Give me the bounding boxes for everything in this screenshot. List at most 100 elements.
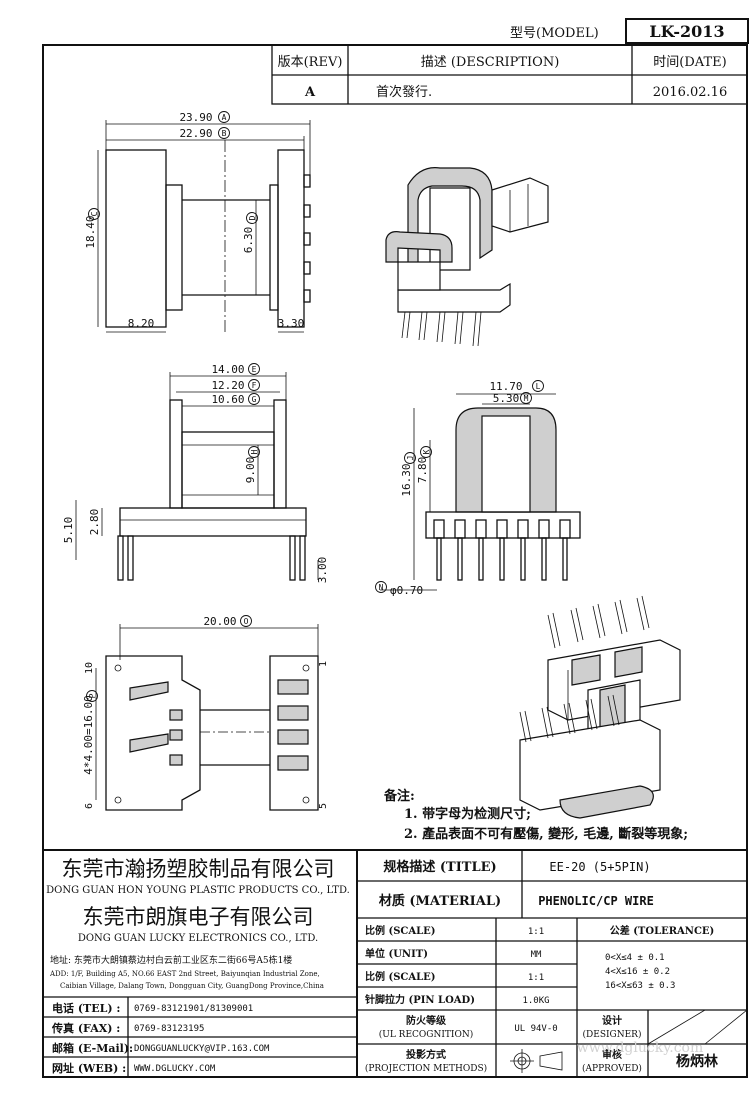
- note-1: 1. 带字母为检测尺寸;: [404, 806, 531, 822]
- address-cn: 地址: 东莞市大朗镇蔡边村白云前工业区东二街66号A5栋1楼: [50, 954, 292, 966]
- ul-value: UL 94V-0: [514, 1024, 557, 1034]
- dim-3-00: 3.00: [316, 557, 329, 584]
- dim-20-00: 20.00: [203, 615, 236, 628]
- company-2-cn: 东莞市朗旗电子有限公司: [83, 905, 314, 929]
- dim-23-90: 23.90: [179, 111, 212, 124]
- model-box: [625, 18, 749, 44]
- model-label: 型号(MODEL): [510, 26, 599, 41]
- tolerance-1: 0<X≤4 ± 0.1: [605, 953, 665, 963]
- dimension-marker-d20m: P: [86, 690, 98, 702]
- date-value: 2016.02.16: [653, 85, 727, 100]
- dim-14-00: 14.00: [211, 363, 244, 376]
- unit-label: 单位 (UNIT): [365, 947, 428, 960]
- dimension-marker-letter: L: [536, 382, 541, 391]
- dimension-marker-letter: J: [406, 456, 415, 461]
- pin-label-6: 6: [84, 803, 95, 809]
- watermark: www.dglucky.com: [577, 1040, 704, 1056]
- dim-16-30: 16.30: [400, 463, 413, 496]
- dimension-marker-letter: K: [422, 449, 431, 454]
- scale-label: 比例 (SCALE): [365, 924, 436, 937]
- pin-label-1: 1: [318, 661, 329, 667]
- fax-value: 0769-83123195: [134, 1024, 204, 1034]
- dim-9-00: 9.00: [244, 457, 257, 484]
- dim-10-60: 10.60: [211, 393, 244, 406]
- model-value: LK-2013: [649, 22, 724, 41]
- dimension-marker-letter: H: [250, 449, 259, 454]
- tel-value: 0769-83121901/81309001: [134, 1004, 253, 1014]
- company-1-en: DONG GUAN HON YOUNG PLASTIC PRODUCTS CO.…: [46, 885, 350, 896]
- unit-value: MM: [531, 950, 542, 960]
- dimension-marker-letter: C: [90, 211, 99, 216]
- dim-6-30: 6.30: [242, 227, 255, 254]
- dimension-marker-letter: N: [379, 583, 384, 592]
- mail-label: 邮箱 (E-Mail):: [52, 1041, 133, 1055]
- ul-label-2: (UL RECOGNITION): [379, 1029, 474, 1040]
- dimension-marker-letter: P: [88, 693, 97, 698]
- dimension-marker-d10m: H: [248, 446, 260, 458]
- dim-22-90: 22.90: [179, 127, 212, 140]
- desc-label: 描述 (DESCRIPTION): [421, 55, 560, 70]
- dimension-marker-d4m: D: [246, 212, 258, 224]
- designer-label-2: (DESIGNER): [583, 1029, 642, 1040]
- dimension-marker-letter: A: [222, 113, 227, 122]
- isometric-view-top: [385, 167, 549, 347]
- dimension-marker-d14m: L: [532, 380, 544, 392]
- scale2-value: 1:1: [528, 973, 544, 983]
- dim-3-30: 3.30: [278, 317, 305, 330]
- projection-label-1: 投影方式: [406, 1048, 446, 1061]
- address-en-2: Caibian Village, Dalang Town, Dongguan C…: [60, 982, 324, 990]
- rev-value: A: [304, 85, 316, 100]
- projection-symbol-icon: [510, 1049, 563, 1073]
- side-view: [380, 393, 581, 591]
- bottom-view: [95, 624, 319, 811]
- desc-value: 首次發行.: [376, 84, 432, 100]
- pin-label-10: 10: [84, 662, 95, 674]
- tolerance-3: 16<X≤63 ± 0.3: [605, 981, 675, 991]
- note-2: 2. 產品表面不可有壓傷, 變形, 毛邊, 斷裂等現象;: [404, 826, 688, 842]
- date-label: 时间(DATE): [653, 55, 726, 70]
- title-value: EE-20 (5+5PIN): [549, 860, 650, 874]
- rev-label: 版本(REV): [278, 55, 343, 70]
- dimension-marker-d1m: A: [218, 111, 230, 123]
- dimension-marker-d16m: J: [404, 452, 416, 464]
- dim-18-40: 18.40: [84, 215, 97, 248]
- company-1-cn: 东莞市瀚扬塑胶制品有限公司: [62, 857, 335, 881]
- approved-label-1: 审核: [602, 1048, 622, 1061]
- dimension-marker-letter: D: [248, 215, 257, 220]
- dimension-marker-d17m: K: [420, 446, 432, 458]
- dimension-marker-d15m: M: [520, 392, 532, 404]
- projection-label-2: (PROJECTION METHODS): [365, 1063, 487, 1074]
- approved-value: 杨炳林: [676, 1053, 718, 1070]
- material-label: 材质 (MATERIAL): [379, 893, 501, 909]
- dimension-marker-d9m: G: [248, 393, 260, 405]
- address-en-1: ADD: 1/F, Building A5, NO.66 EAST 2nd St…: [49, 970, 320, 978]
- dimension-marker-letter: E: [252, 365, 257, 374]
- dimension-marker-d7m: E: [248, 363, 260, 375]
- fax-label: 传真 (FAX) :: [51, 1021, 120, 1035]
- dim-pin-diameter: φ0.70: [390, 584, 423, 597]
- dim-5-30: 5.30: [493, 392, 520, 405]
- dimension-marker-d2m: B: [218, 127, 230, 139]
- dimension-marker-d8m: F: [248, 379, 260, 391]
- front-view: [75, 372, 319, 581]
- mail-value: DONGGUANLUCKY@VIP.163.COM: [134, 1044, 270, 1054]
- dim-2-80: 2.80: [88, 509, 101, 536]
- tel-label: 电话 (TEL) :: [52, 1001, 120, 1015]
- dimension-marker-letter: G: [252, 395, 257, 404]
- web-label: 网址 (WEB) :: [52, 1061, 126, 1075]
- tolerance-2: 4<X≤16 ± 0.2: [605, 967, 670, 977]
- dimension-marker-letter: F: [252, 381, 257, 390]
- pinload-value: 1.0KG: [522, 996, 549, 1006]
- ul-label-1: 防火等级: [406, 1014, 447, 1027]
- dimension-marker-letter: B: [222, 129, 227, 138]
- dim-5-10: 5.10: [62, 517, 75, 544]
- company-2-en: DONG GUAN LUCKY ELECTRONICS CO., LTD.: [78, 933, 318, 944]
- scale-value: 1:1: [528, 927, 544, 937]
- material-value: PHENOLIC/CP WIRE: [538, 894, 654, 908]
- dimension-marker-letter: O: [244, 617, 249, 626]
- dimension-marker-letter: M: [524, 394, 529, 403]
- approved-label-2: (APPROVED): [582, 1063, 642, 1074]
- dim-pin-pitch: 4*4.00=16.00: [82, 695, 95, 774]
- dim-11-70: 11.70: [489, 380, 522, 393]
- isometric-view-bottom: [519, 595, 681, 819]
